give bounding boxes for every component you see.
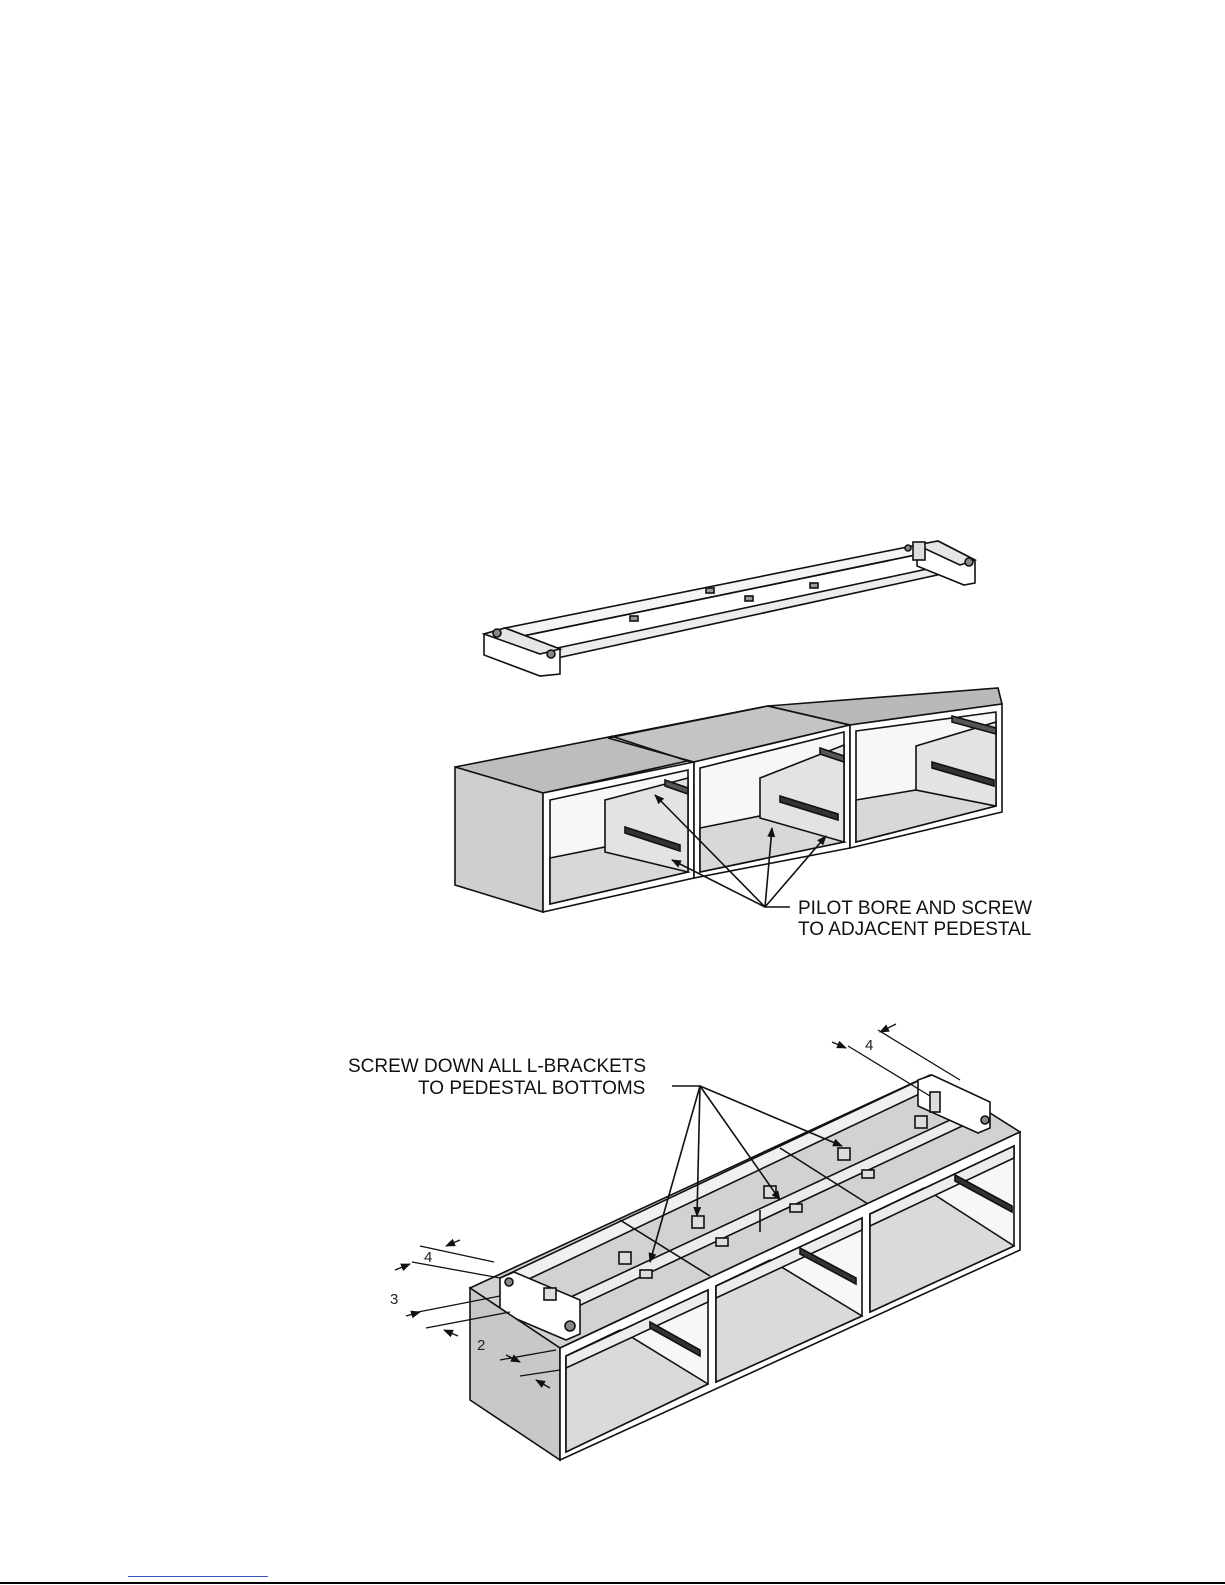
dimension-label-left-2: 2 (477, 1337, 485, 1354)
pedestal-row-assembled (470, 1075, 1020, 1460)
pedestal-row-exploded (455, 688, 1002, 912)
l-bracket-label-line1: SCREW DOWN ALL L-BRACKETS (348, 1056, 646, 1077)
page-bottom-rule (0, 1582, 1225, 1584)
dimension-label-left-4: 4 (424, 1249, 432, 1266)
rail-frame (484, 541, 975, 676)
footer-link-underline (128, 1576, 268, 1577)
dimension-label-left-3: 3 (390, 1291, 398, 1308)
pilot-bore-label-line2: TO ADJACENT PEDESTAL (798, 919, 1031, 940)
pilot-bore-label-line1: PILOT BORE AND SCREW (798, 898, 1032, 919)
dimension-label-top-right: 4 (865, 1037, 873, 1054)
l-bracket-label-line2: TO PEDESTAL BOTTOMS (418, 1078, 645, 1099)
